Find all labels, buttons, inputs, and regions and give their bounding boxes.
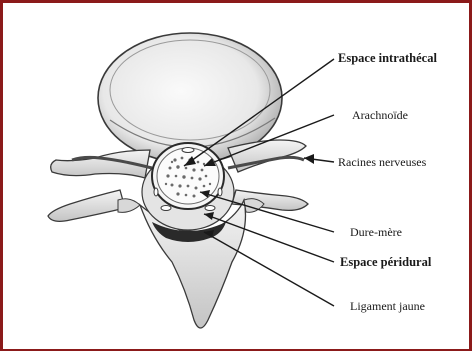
label-espace-peridural: Espace péridural [340,255,431,269]
frame-left-border [0,0,3,351]
label-ligament-jaune: Ligament jaune [350,299,425,313]
frame-top-border [0,0,472,3]
label-arachnoide: Arachnoïde [352,108,408,122]
arrowhead-racines [304,154,314,164]
label-espace-intrathecal: Espace intrathécal [338,51,437,65]
transverse-process-right [228,140,308,210]
label-racines-nerveuses: Racines nerveuses [338,155,426,169]
transverse-process-left [48,150,150,221]
label-dure-mere: Dure-mère [350,225,402,239]
